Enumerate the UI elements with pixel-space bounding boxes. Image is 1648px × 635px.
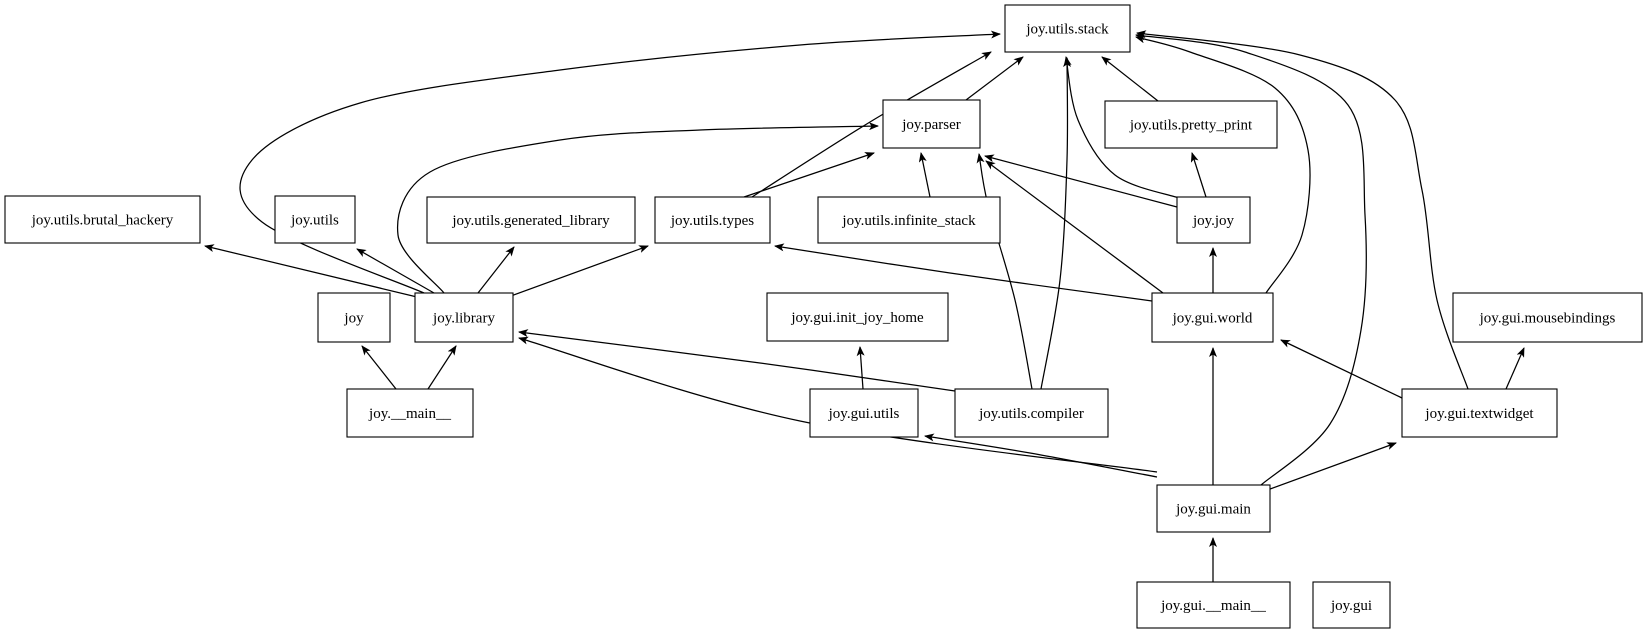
edge-joy-utils-infinite-stack-to-joy-parser	[918, 152, 931, 198]
edge-joy-gui-main-to-joy-gui-utils	[924, 433, 1158, 478]
node-label-joy-gui: joy.gui	[1330, 598, 1372, 614]
node-joy-utils-types: joy.utils.types	[654, 196, 771, 244]
node-joy-gui-main-mod: joy.gui.__main__	[1136, 581, 1291, 629]
node-joy-parser: joy.parser	[882, 99, 981, 149]
node-box-joy-utils-types	[654, 196, 771, 244]
node-box-joy-gui-mousebindings	[1452, 292, 1643, 343]
node-joy-utils-infinite-stack: joy.utils.infinite_stack	[817, 196, 1001, 244]
node-box-joy-utils-infinite-stack	[817, 196, 1001, 244]
edge-joy-gui-world-to-joy-utils-types	[774, 243, 1153, 302]
node-box-joy	[317, 292, 391, 343]
node-joy-utils-compiler: joy.utils.compiler	[954, 388, 1109, 438]
node-box-joy-library	[414, 292, 514, 343]
node-box-joy-parser	[882, 99, 981, 149]
node-joy-gui-mousebindings: joy.gui.mousebindings	[1452, 292, 1643, 343]
node-label-joy-library: joy.library	[432, 311, 495, 327]
node-label-joy-parser: joy.parser	[901, 117, 961, 133]
edge-joy-gui-textwidget-to-joy-gui-world	[1280, 339, 1403, 399]
node-label-joy-gui-main-mod: joy.gui.__main__	[1160, 598, 1266, 614]
edge-joy-library-to-joy-utils-brutal-hackery	[204, 244, 418, 298]
node-box-joy-utils-brutal-hackery	[4, 195, 201, 244]
node-label-joy-utils-infinite-stack: joy.utils.infinite_stack	[841, 213, 976, 229]
node-label-joy-utils-brutal-hackery: joy.utils.brutal_hackery	[31, 213, 174, 229]
node-label-joy-gui-world: joy.gui.world	[1172, 311, 1253, 327]
node-label-joy-gui-mousebindings: joy.gui.mousebindings	[1479, 311, 1616, 327]
edge-joy-library-to-joy-utils-types	[507, 245, 649, 298]
edge-joy-gui-textwidget-to-joy-utils-stack	[1136, 30, 1469, 390]
node-box-joy-gui-main	[1156, 484, 1271, 533]
edge-joy-joy-to-joy-utils-stack	[1063, 56, 1180, 199]
edge-joy-utils-compiler-to-joy-utils-stack	[1040, 57, 1072, 390]
edge-joy-gui-utils-to-joy-gui-init-joy-home	[856, 346, 865, 390]
edges-layer	[204, 30, 1525, 582]
node-joy-utils: joy.utils	[274, 195, 356, 244]
node-joy-gui-textwidget: joy.gui.textwidget	[1401, 388, 1558, 438]
edge-joy-parser-to-joy-utils-stack	[965, 56, 1024, 101]
node-joy-utils-brutal-hackery: joy.utils.brutal_hackery	[4, 195, 201, 244]
edge-joy-main-to-joy-library	[427, 345, 457, 390]
edge-joy-gui-world-to-joy-parser	[985, 160, 1164, 294]
edge-joy-library-to-joy-utils-generated-library	[477, 246, 515, 294]
edge-joy-library-to-joy-parser	[396, 122, 879, 294]
node-box-joy-gui-textwidget	[1401, 388, 1558, 438]
node-joy-gui-main: joy.gui.main	[1156, 484, 1271, 533]
node-joy-library: joy.library	[414, 292, 514, 343]
edge-joy-joy-to-joy-utils-pretty-print	[1190, 152, 1207, 198]
node-joy-utils-stack: joy.utils.stack	[1004, 4, 1131, 53]
edge-joy-gui-textwidget-to-joy-gui-mousebindings	[1505, 347, 1525, 390]
edge-joy-utils-compiler-to-joy-parser	[976, 153, 1033, 390]
edge-joy-utils-types-to-joy-parser	[743, 152, 875, 198]
node-box-joy-utils	[274, 195, 356, 244]
edge-joy-gui-main-to-joy-library	[518, 336, 1158, 473]
node-joy: joy	[317, 292, 391, 343]
node-label-joy-utils: joy.utils	[290, 213, 339, 229]
edge-joy-gui-main-to-joy-gui-textwidget	[1269, 442, 1397, 490]
node-joy-gui-utils: joy.gui.utils	[809, 388, 919, 438]
node-joy-gui-world: joy.gui.world	[1151, 292, 1274, 343]
edge-joy-utils-pretty-print-to-joy-utils-stack	[1101, 56, 1159, 102]
node-box-joy-utils-compiler	[954, 388, 1109, 438]
node-label-joy: joy	[343, 311, 364, 327]
node-box-joy-joy	[1176, 196, 1251, 244]
node-label-joy-gui-textwidget: joy.gui.textwidget	[1424, 406, 1534, 422]
edge-joy-library-to-joy-utils-stack	[239, 30, 1001, 294]
node-joy-gui: joy.gui	[1312, 581, 1391, 629]
node-label-joy-gui-init-joy-home: joy.gui.init_joy_home	[790, 310, 924, 326]
node-label-joy-utils-stack: joy.utils.stack	[1025, 22, 1109, 38]
edge-joy-utils-compiler-to-joy-library	[518, 329, 956, 392]
edge-joy-gui-world-to-joy-utils-stack	[1135, 35, 1311, 294]
node-label-joy-gui-utils: joy.gui.utils	[828, 406, 900, 422]
nodes-layer: joy.utils.stack joy.parser joy.utils.prett…	[4, 4, 1643, 629]
node-box-joy-gui-utils	[809, 388, 919, 438]
edge-joy-utils-types-to-joy-utils-stack	[751, 51, 992, 198]
node-label-joy-utils-pretty-print: joy.utils.pretty_print	[1129, 118, 1253, 134]
node-joy-utils-pretty-print: joy.utils.pretty_print	[1104, 100, 1278, 149]
node-box-joy-gui-init-joy-home	[766, 292, 949, 342]
node-box-joy-utils-pretty-print	[1104, 100, 1278, 149]
node-box-joy-gui-main-mod	[1136, 581, 1291, 629]
node-label-joy-main: joy.__main__	[368, 406, 451, 422]
node-joy-main: joy.__main__	[346, 388, 474, 438]
node-joy-joy: joy.joy	[1176, 196, 1251, 244]
edge-joy-gui-main-to-joy-utils-stack	[1135, 32, 1367, 486]
node-joy-utils-generated-library: joy.utils.generated_library	[426, 196, 636, 244]
node-box-joy-utils-stack	[1004, 4, 1131, 53]
node-label-joy-utils-types: joy.utils.types	[670, 213, 754, 229]
edge-joy-joy-to-joy-parser	[984, 154, 1178, 208]
node-label-joy-joy: joy.joy	[1192, 213, 1235, 229]
edge-joy-main-to-joy	[361, 345, 397, 390]
edge-joy-library-to-joy-utils	[356, 248, 435, 294]
node-joy-gui-init-joy-home: joy.gui.init_joy_home	[766, 292, 949, 342]
node-label-joy-utils-compiler: joy.utils.compiler	[978, 406, 1084, 422]
node-box-joy-gui	[1312, 581, 1391, 629]
node-box-joy-gui-world	[1151, 292, 1274, 343]
node-label-joy-utils-generated-library: joy.utils.generated_library	[451, 213, 610, 229]
node-box-joy-utils-generated-library	[426, 196, 636, 244]
node-box-joy-main	[346, 388, 474, 438]
node-label-joy-gui-main: joy.gui.main	[1175, 502, 1251, 518]
